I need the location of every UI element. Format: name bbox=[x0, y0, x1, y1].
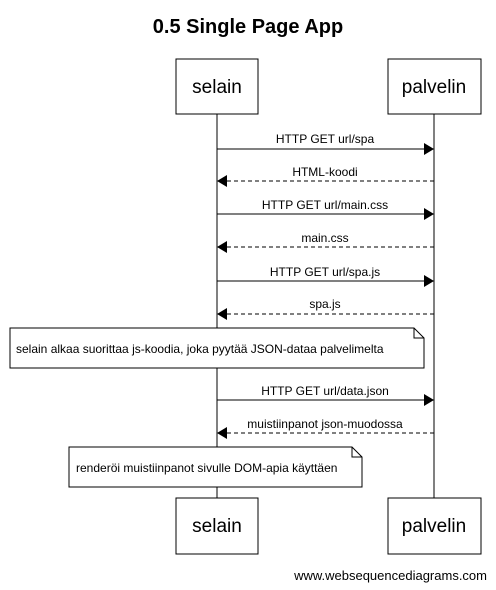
message-label: spa.js bbox=[309, 297, 340, 311]
diagram-title: 0.5 Single Page App bbox=[153, 16, 343, 38]
message-4: main.css bbox=[217, 231, 434, 253]
message-8: muistiinpanot json-muodossa bbox=[217, 417, 434, 439]
message-2: HTML-koodi bbox=[217, 165, 434, 187]
note-text: renderöi muistiinpanot sivulle DOM-apia … bbox=[76, 461, 337, 475]
message-label: HTML-koodi bbox=[292, 165, 357, 179]
actor-label-selain: selain bbox=[192, 516, 242, 537]
watermark-text: www.websequencediagrams.com bbox=[293, 568, 487, 583]
note-1: selain alkaa suorittaa js-koodia, joka p… bbox=[9, 327, 425, 369]
actor-label-selain: selain bbox=[192, 77, 242, 98]
message-label: HTTP GET url/spa bbox=[276, 132, 375, 146]
message-3: HTTP GET url/main.css bbox=[217, 198, 434, 220]
note-text: selain alkaa suorittaa js-koodia, joka p… bbox=[16, 342, 384, 356]
message-label: HTTP GET url/data.json bbox=[261, 384, 389, 398]
message-5: HTTP GET url/spa.js bbox=[217, 265, 434, 287]
message-label: HTTP GET url/main.css bbox=[262, 198, 388, 212]
actor-label-palvelin: palvelin bbox=[402, 77, 466, 98]
actor-box-bottom-palvelin: palvelin bbox=[387, 497, 482, 555]
note-2: renderöi muistiinpanot sivulle DOM-apia … bbox=[68, 446, 363, 488]
actor-box-top-selain: selain bbox=[175, 58, 259, 115]
actor-box-bottom-selain: selain bbox=[175, 497, 259, 555]
message-6: spa.js bbox=[217, 297, 434, 320]
actor-box-top-palvelin: palvelin bbox=[387, 58, 482, 115]
message-label: main.css bbox=[301, 231, 348, 245]
message-label: HTTP GET url/spa.js bbox=[270, 265, 380, 279]
message-1: HTTP GET url/spa bbox=[217, 132, 434, 155]
actor-label-palvelin: palvelin bbox=[402, 516, 466, 537]
message-7: HTTP GET url/data.json bbox=[217, 384, 434, 406]
message-label: muistiinpanot json-muodossa bbox=[247, 417, 403, 431]
